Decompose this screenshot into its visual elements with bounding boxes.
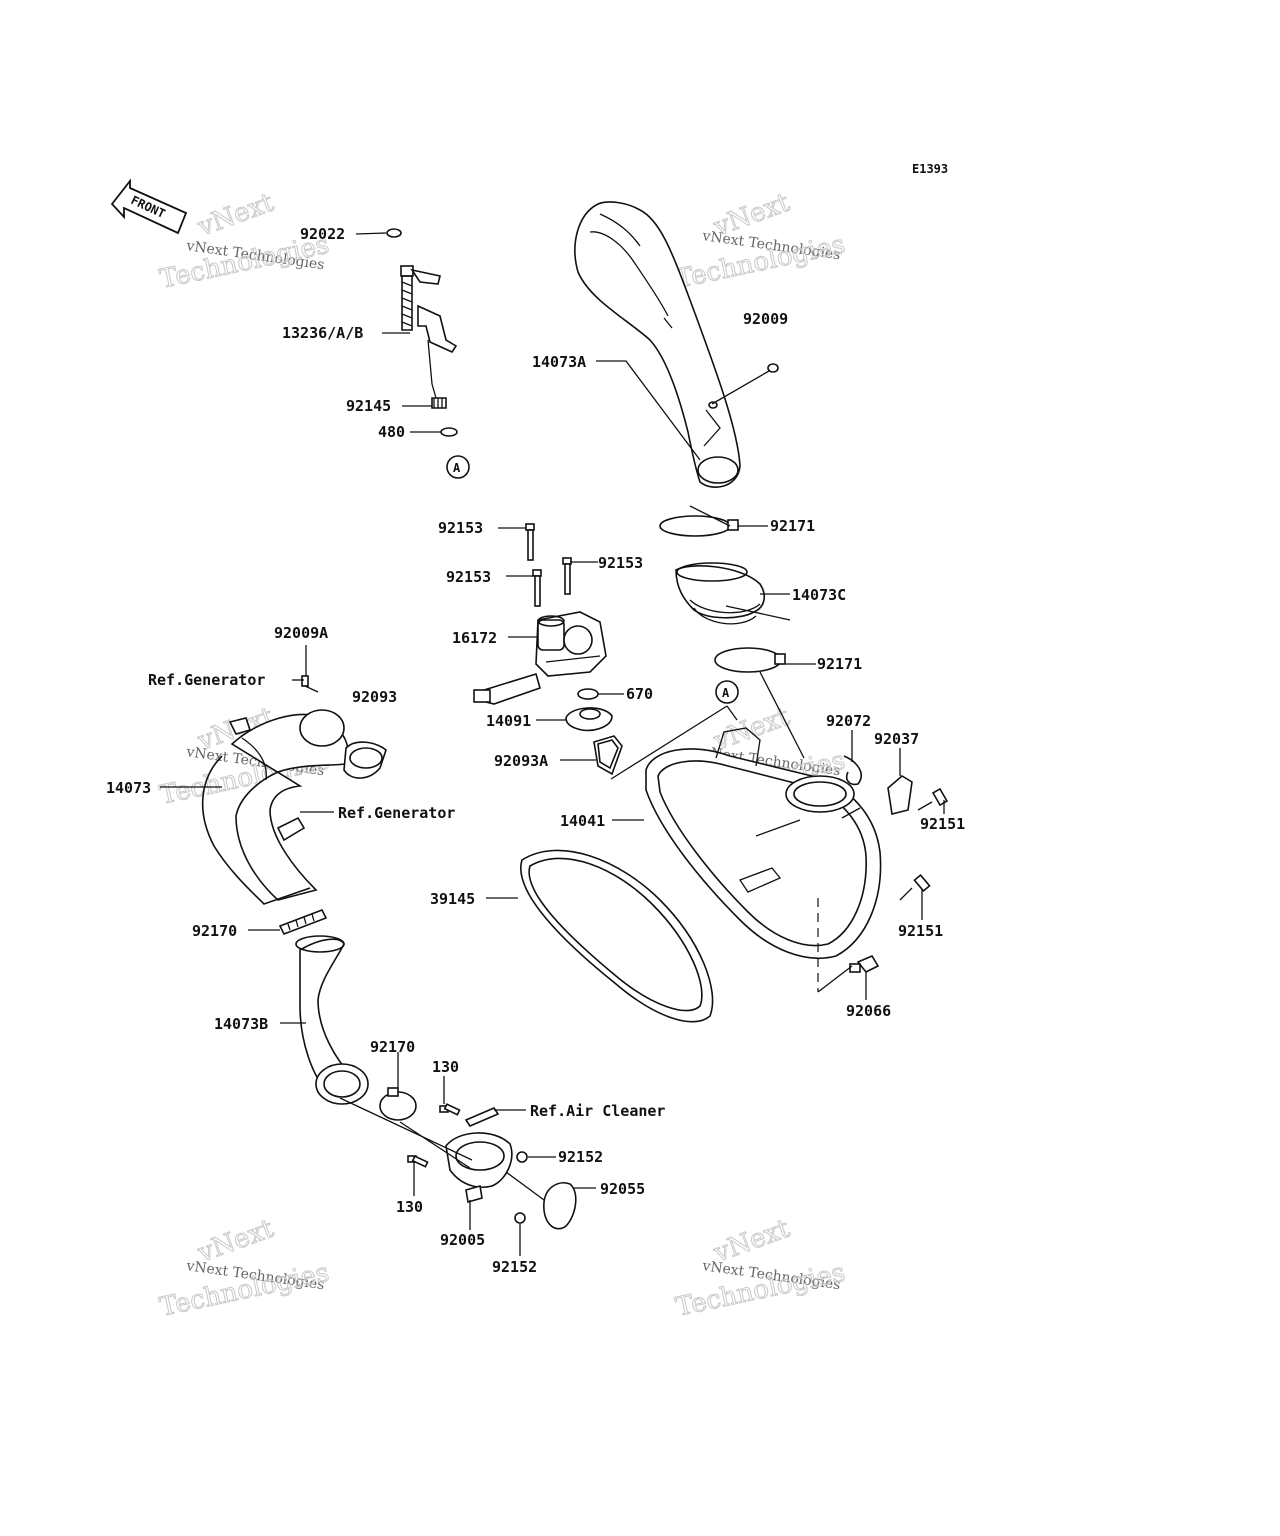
label-92153-top: 92153: [438, 519, 483, 537]
boot-14073C: [675, 562, 766, 625]
label-92093: 92093: [352, 688, 397, 706]
bolt-92153-left: [532, 569, 542, 607]
gasket-92093A: [593, 735, 623, 776]
label-14073B: 14073B: [214, 1015, 268, 1033]
svg-text:A: A: [453, 461, 461, 475]
label-130-upper: 130: [432, 1058, 459, 1076]
spring-92145: [431, 397, 447, 409]
label-92093A: 92093A: [494, 752, 548, 770]
diagram-code: E1393: [912, 162, 948, 176]
label-92037: 92037: [874, 730, 919, 748]
watermark-bottom-left: vNext vNext Technologies Technologies: [157, 1213, 333, 1323]
nut-92152-lower: [514, 1212, 526, 1224]
watermark-bottom-right: vNext vNext Technologies Technologies: [673, 1213, 849, 1323]
ref-generator-lower-clip: [276, 816, 306, 842]
leader-lines: [160, 232, 945, 1256]
clamp-92171-upper: [659, 515, 739, 537]
bolt-92153-right: [562, 557, 572, 595]
gasket-92055: [543, 1182, 577, 1230]
label-92055: 92055: [600, 1180, 645, 1198]
bolt-130-lower: [407, 1155, 429, 1168]
label-92009: 92009: [743, 310, 788, 328]
label-480: 480: [378, 423, 405, 441]
bolt-92066: [849, 954, 880, 974]
label-ref-generator-lower: Ref.Generator: [338, 804, 455, 822]
screw-92009: [711, 363, 779, 405]
cable-13236: [400, 265, 458, 385]
label-130-lower: 130: [396, 1198, 423, 1216]
label-92170-lower: 92170: [370, 1038, 415, 1056]
label-92145: 92145: [346, 397, 391, 415]
label-92152-lower: 92152: [492, 1258, 537, 1276]
label-92005: 92005: [440, 1231, 485, 1249]
ref-marker-a-top: A: [446, 455, 470, 479]
reference-lines: [339, 383, 853, 1201]
cap-14091: [565, 707, 613, 732]
nut-92152-upper: [516, 1151, 528, 1163]
label-92009A: 92009A: [274, 624, 328, 642]
svg-text:vNext: vNext: [193, 188, 278, 243]
washer-92022: [386, 228, 402, 238]
front-arrow-icon: FRONT: [110, 178, 188, 235]
svg-text:A: A: [722, 686, 730, 700]
label-92022: 92022: [300, 225, 345, 243]
bolt-92151-lower: [899, 873, 931, 901]
label-92170-upper: 92170: [192, 922, 237, 940]
label-92153-right: 92153: [598, 554, 643, 572]
label-16172: 16172: [452, 629, 497, 647]
label-14091: 14091: [486, 712, 531, 730]
bolt-92153-top: [525, 523, 535, 561]
label-92072: 92072: [826, 712, 871, 730]
ref-marker-a-mid: A: [715, 680, 739, 704]
bolt-92151-upper: [917, 787, 949, 811]
adapter-92005: [445, 1132, 513, 1204]
cover-14041: [645, 727, 882, 960]
oring-670: [577, 688, 599, 700]
watermark-top-right: vNext vNext Technologies Technologies: [673, 187, 849, 295]
duct-14073A: [574, 201, 741, 488]
label-92152-upper: 92152: [558, 1148, 603, 1166]
label-92066: 92066: [846, 1002, 891, 1020]
bolt-130-upper: [439, 1103, 461, 1116]
label-92151-lower: 92151: [898, 922, 943, 940]
label-92171-lower: 92171: [817, 655, 862, 673]
belt-39145: [520, 849, 714, 1023]
clamp-92170-lower: [379, 1087, 417, 1121]
boot-92093: [299, 709, 387, 779]
duct-14073B: [295, 935, 369, 1105]
label-14073: 14073: [106, 779, 151, 797]
grommet-92037: [887, 775, 913, 815]
label-14041: 14041: [560, 812, 605, 830]
oring-480: [440, 427, 458, 437]
label-670: 670: [626, 685, 653, 703]
label-13236: 13236/A/B: [282, 324, 363, 342]
spring-92170-upper: [278, 908, 328, 936]
clip-92072: [843, 755, 862, 786]
clip-92009A: [301, 675, 319, 693]
clamp-92171-lower: [714, 647, 786, 673]
label-ref-air-cleaner: Ref.Air Cleaner: [530, 1102, 665, 1120]
label-92153-left: 92153: [446, 568, 491, 586]
label-92151-upper: 92151: [920, 815, 965, 833]
label-39145: 39145: [430, 890, 475, 908]
actuator-16172: [473, 611, 607, 705]
label-14073A: 14073A: [532, 353, 586, 371]
label-ref-generator-upper: Ref.Generator: [148, 671, 265, 689]
label-14073C: 14073C: [792, 586, 846, 604]
ref-air-cleaner-tube: [464, 1107, 500, 1127]
label-92171-upper: 92171: [770, 517, 815, 535]
